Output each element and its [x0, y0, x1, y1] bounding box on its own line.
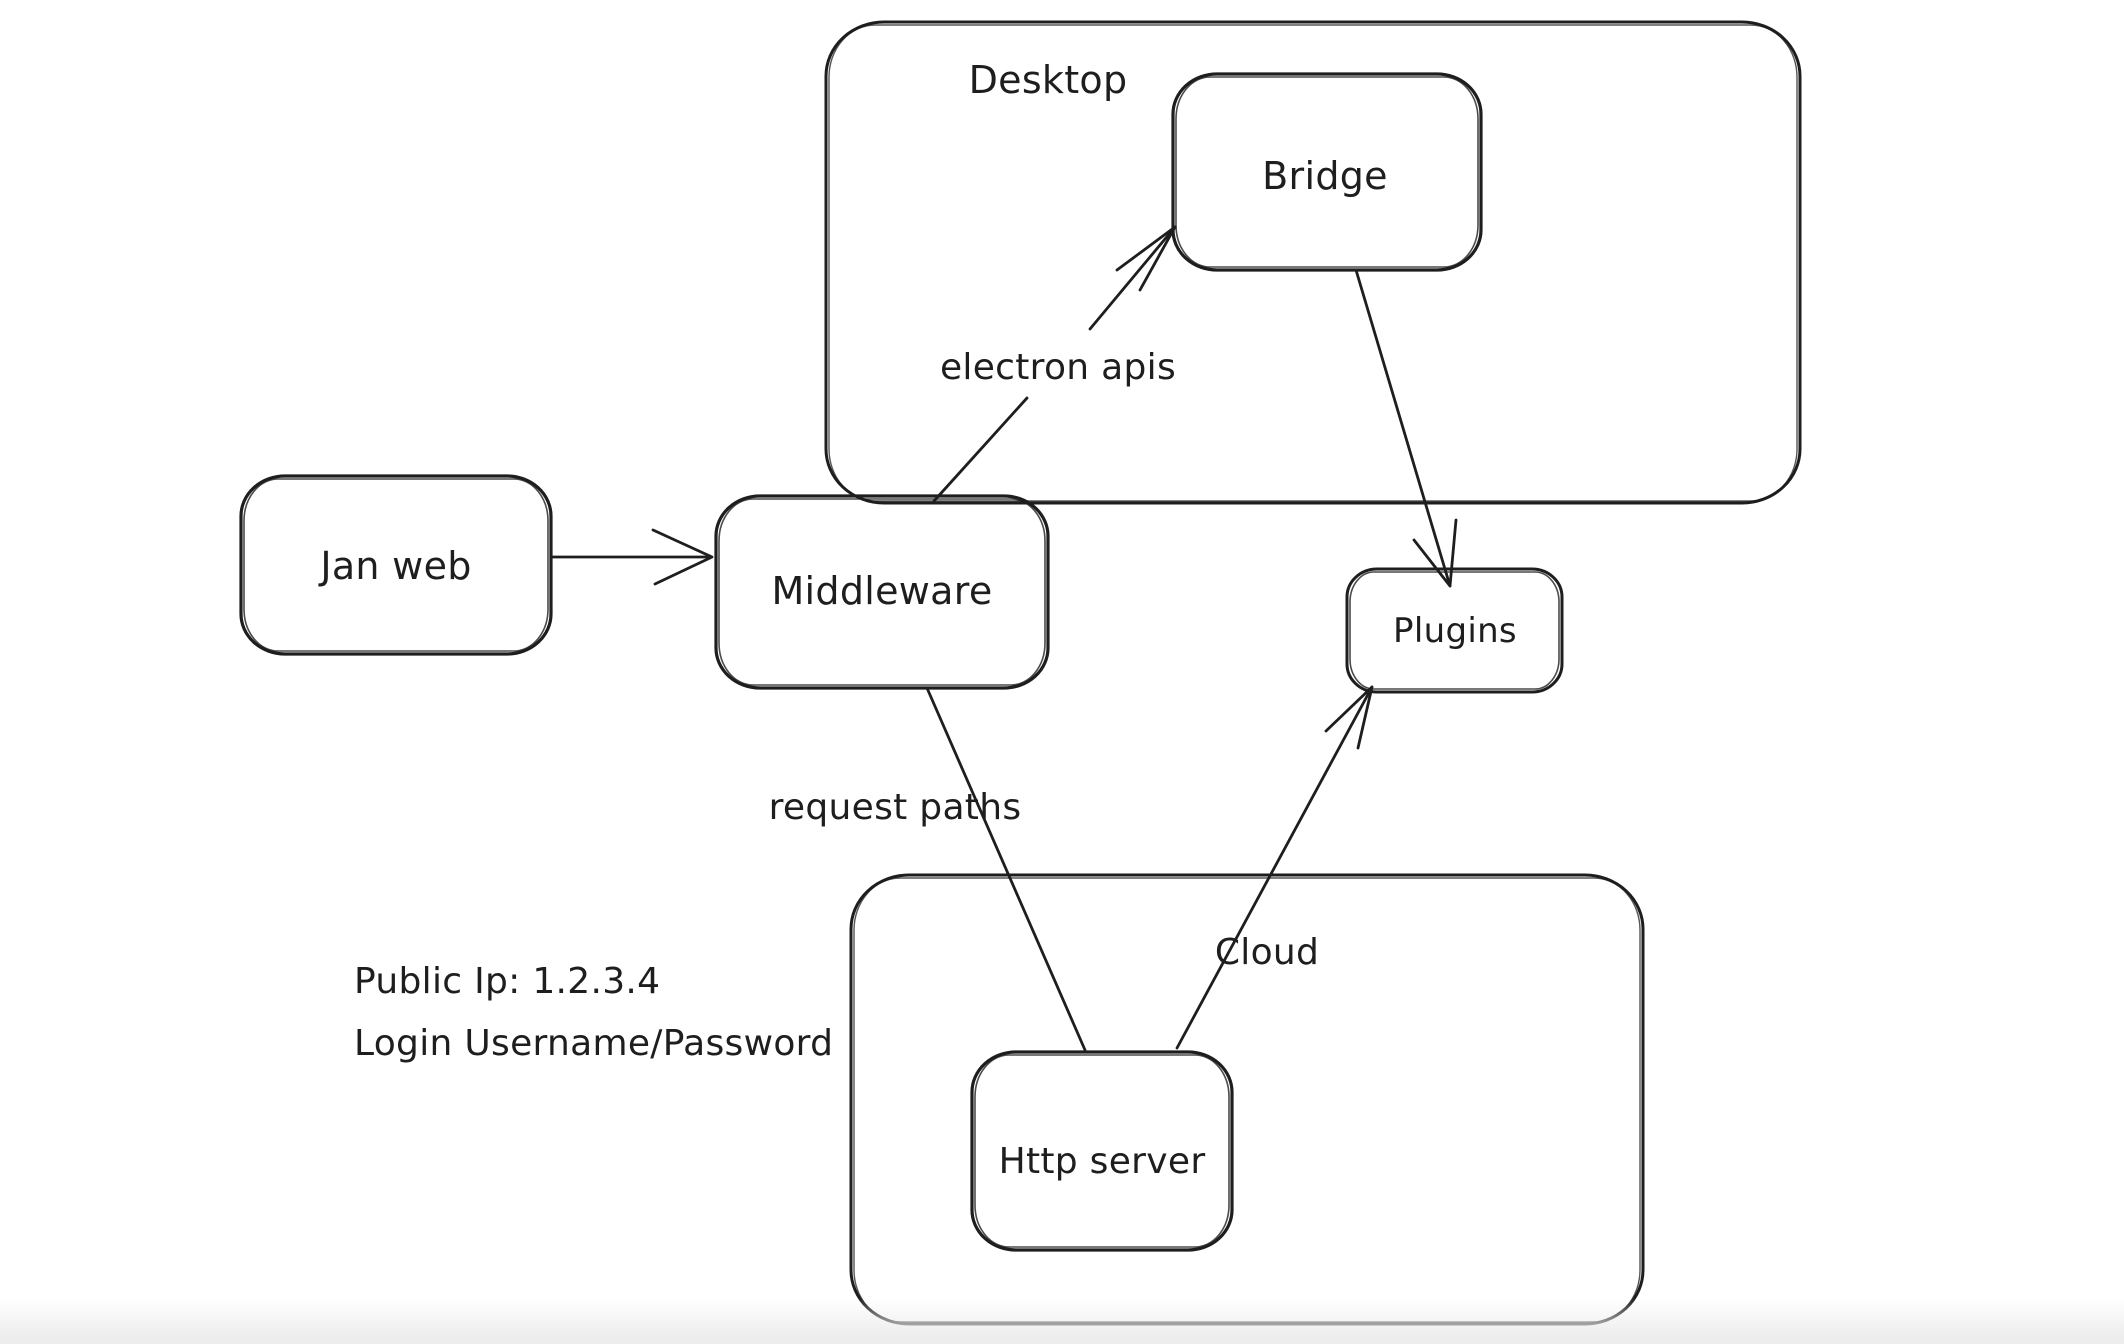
middleware-box — [714, 494, 1050, 690]
public-ip-note: Public Ip: 1.2.3.4 — [354, 961, 661, 1002]
arrow-jan-web-to-middleware — [551, 528, 714, 586]
bridge-box — [1171, 72, 1483, 272]
login-credentials-note: Login Username/Password — [354, 1023, 834, 1064]
desktop-container-box — [824, 20, 1802, 505]
arrow-middleware-to-bridge — [932, 225, 1177, 503]
jan-web-box — [239, 474, 553, 656]
line-middleware-to-http-server — [925, 686, 1087, 1052]
http-server-label: Http server — [998, 1141, 1206, 1182]
bridge-label: Bridge — [1262, 154, 1388, 198]
cloud-container-label: Cloud — [1214, 932, 1320, 973]
request-paths-edge-label: request paths — [768, 787, 1022, 828]
plugins-label: Plugins — [1393, 611, 1517, 651]
plugins-box — [1345, 567, 1564, 694]
electron-apis-edge-label: electron apis — [933, 350, 1183, 386]
middleware-label: Middleware — [771, 569, 993, 613]
http-server-box — [970, 1050, 1234, 1252]
arrow-bridge-to-plugins — [1354, 268, 1458, 588]
desktop-container-label: Desktop — [968, 58, 1128, 102]
arrow-http-server-to-plugins — [1175, 685, 1374, 1050]
jan-web-label: Jan web — [320, 544, 472, 588]
